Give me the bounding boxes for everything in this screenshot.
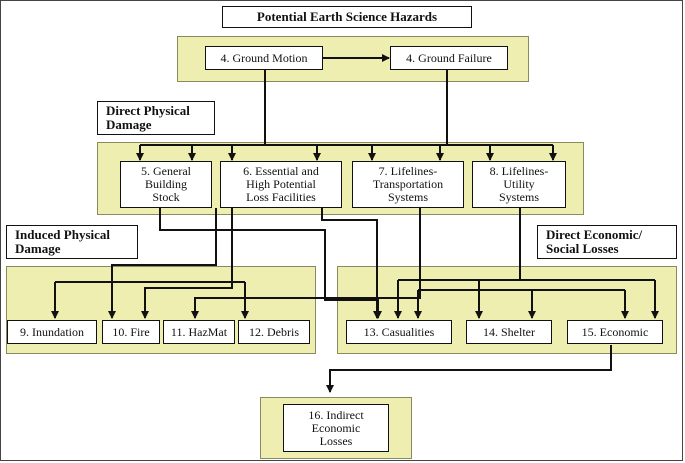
page-title: Potential Earth Science Hazards	[222, 6, 472, 28]
node-indirect-economic-losses: 16. Indirect Economic Losses	[283, 404, 389, 452]
heading-direct-physical-damage: Direct Physical Damage	[97, 101, 215, 135]
heading-induced-physical-damage: Induced Physical Damage	[6, 225, 138, 259]
heading-direct-economic-social-losses: Direct Economic/ Social Losses	[537, 225, 677, 259]
node-debris: 12. Debris	[238, 320, 310, 344]
node-inundation: 9. Inundation	[7, 320, 97, 344]
node-economic: 15. Economic	[567, 320, 663, 344]
node-essential-facilities: 6. Essential and High Potential Loss Fac…	[220, 161, 342, 208]
node-general-building-stock: 5. General Building Stock	[120, 161, 212, 208]
node-shelter: 14. Shelter	[466, 320, 552, 344]
node-lifelines-transportation: 7. Lifelines- Transportation Systems	[352, 161, 464, 208]
node-hazmat: 11. HazMat	[163, 320, 235, 344]
node-casualties: 13. Casualities	[346, 320, 452, 344]
node-fire: 10. Fire	[102, 320, 160, 344]
node-ground-motion: 4. Ground Motion	[205, 46, 323, 70]
node-lifelines-utility: 8. Lifelines- Utility Systems	[472, 161, 566, 208]
node-ground-failure: 4. Ground Failure	[390, 46, 508, 70]
